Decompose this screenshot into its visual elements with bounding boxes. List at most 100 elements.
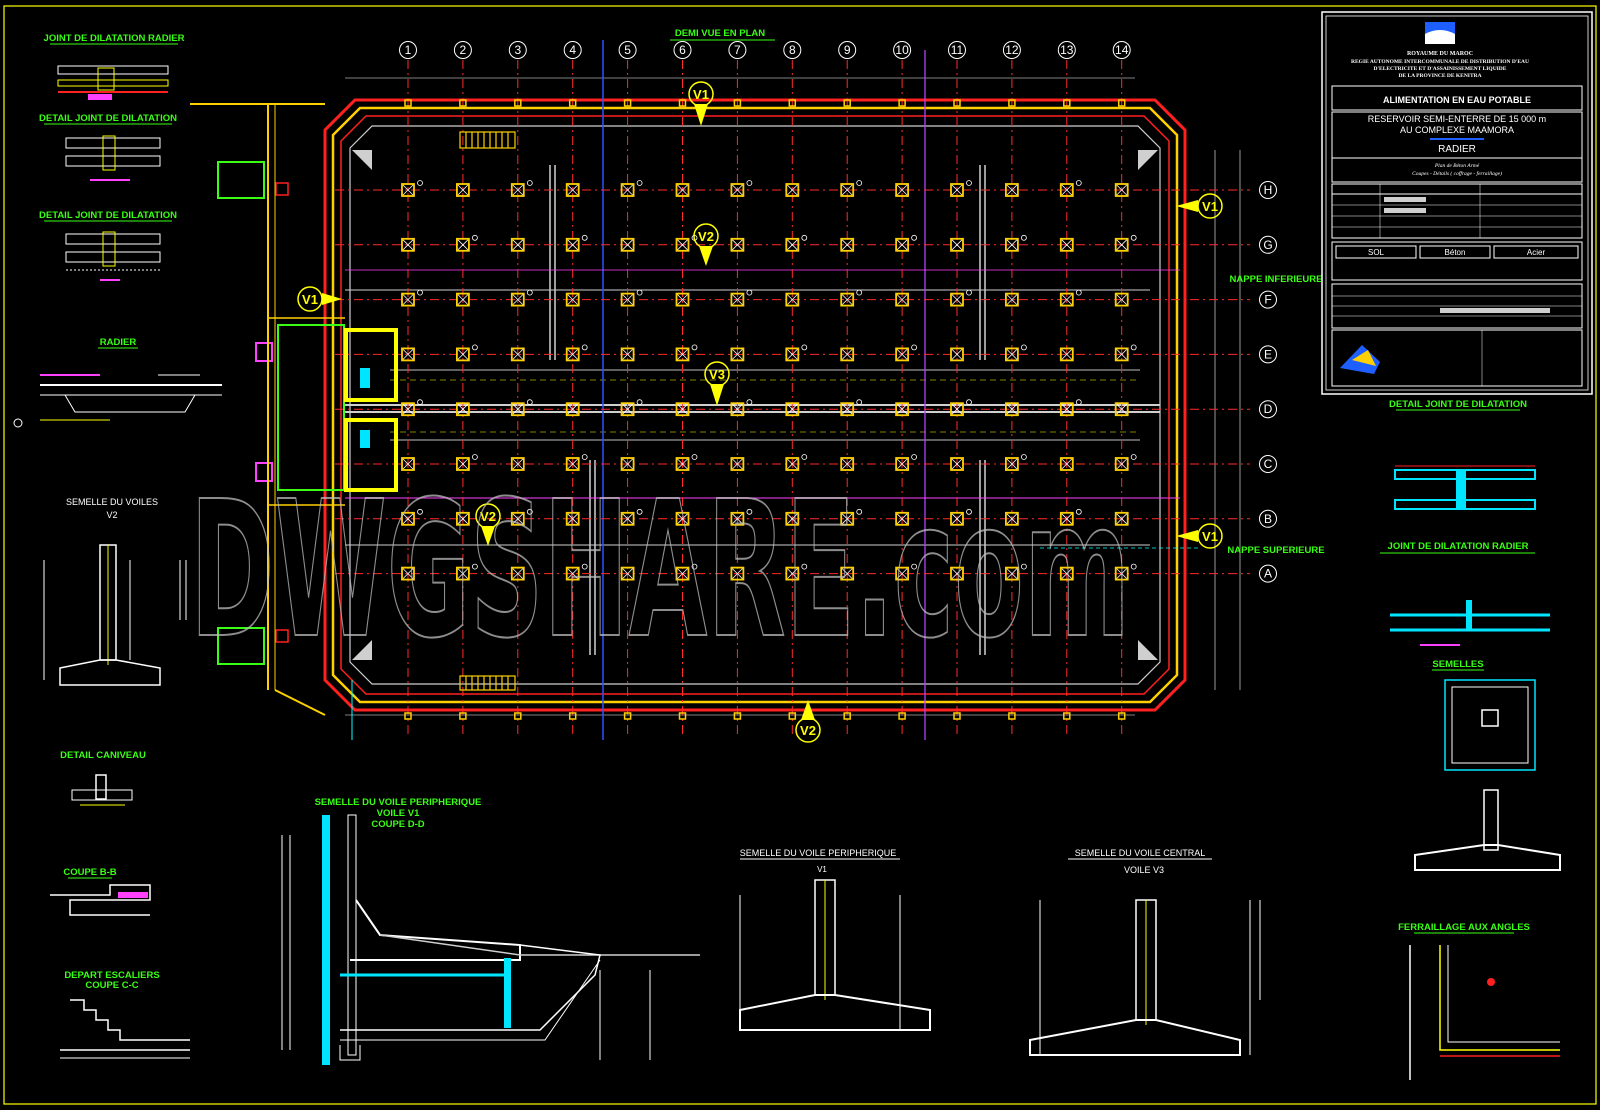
sheet-border [3,5,1597,1105]
column-footing [895,511,909,526]
column-footing [401,347,415,362]
column-footing [510,457,525,471]
svg-text:V2: V2 [698,229,714,244]
detail-title: JOINT DE DILATATION RADIER [44,33,185,44]
edge-node [843,99,851,107]
svg-text:DWGSHARE.com: DWGSHARE.com [190,461,1130,680]
detail-title: DEPART ESCALIERS [64,970,159,981]
detail-title: DETAIL JOINT DE DILATATION [39,210,177,221]
column-footing [1059,237,1074,252]
section-title: SEMELLE DU VOILE PERIPHERIQUE [740,848,897,858]
column-axis-bubble: 1 [399,41,417,59]
column-footing [675,563,698,581]
wall-tag: V1 [688,81,714,126]
column-footing [950,457,964,471]
edge-node [459,712,467,720]
column-footing [455,563,478,581]
edge-node [623,712,632,720]
column-footing [785,292,800,307]
column-footing [840,289,863,307]
column-footing [1059,457,1074,471]
section-subtitle: COUPE D-D [371,819,424,830]
column-footing [1059,399,1082,417]
column-footing [950,347,964,362]
column-footing [1059,180,1082,197]
authority-logo [1425,22,1455,44]
column-axis-bubble: 8 [783,41,802,59]
right-details: DETAIL JOINT DE DILATATION JOINT DE DILA… [1380,399,1561,1080]
column-footing [455,292,470,307]
section-title: SEMELLE DU VOILE PERIPHERIQUE [315,797,482,808]
column-footing [950,289,972,307]
column-footing [565,292,580,307]
column-axis-bubble: 2 [453,41,472,59]
nappe-superieure-label: NAPPE SUPERIEURE [1227,545,1324,556]
column-footing [785,344,808,362]
edge-node [843,712,851,720]
edge-node [404,99,412,107]
column-footing [730,508,753,526]
authority-line: D'ELECTRICITE ET D'ASSAINISSEMENT LIQUID… [1374,66,1507,72]
column-footing [730,347,745,362]
row-axis-bubble: G [1259,235,1277,254]
detail-title: COUPE B-B [63,867,116,878]
column-footing [785,234,808,252]
authority-line: DE LA PROVINCE DE KENITRA [1398,73,1481,79]
edge-node [1008,99,1016,107]
wall-tag: V1 [1176,193,1223,219]
column-footing [1059,508,1082,526]
column-axis-label: 5 [624,43,631,57]
column-footing [1114,563,1137,581]
wall-tag: V2 [693,223,719,266]
column-footing [1005,454,1027,471]
column-footing [1005,402,1019,417]
section-subtitle: VOILE V3 [1124,865,1164,875]
left-details: JOINT DE DILATATION RADIER DETAIL JOINT … [13,33,222,1059]
column-footing [1059,289,1082,307]
column-footing [730,180,753,197]
detail-title: DETAIL JOINT DE DILATATION [39,113,177,124]
column-footing [1114,511,1129,526]
column-footing [950,399,972,417]
edge-node [459,99,467,107]
column-footing [895,234,917,252]
column-footing [1005,234,1027,252]
column-footing [1005,563,1027,581]
column-footing [950,508,972,526]
column-footing [401,508,423,526]
column-axis-label: 11 [951,43,964,57]
column-footing [840,508,863,526]
column-axis-label: 12 [1005,43,1019,57]
column-footing [675,344,698,362]
column-footing [401,237,415,252]
material-header: Béton [1445,248,1466,257]
column-footing [401,180,423,197]
section-subtitle: V1 [817,865,827,874]
row-axis-label: F [1264,293,1271,307]
column-footing [620,508,643,526]
column-axis-bubble: 10 [893,41,912,59]
column-footing [1114,344,1137,362]
column-axis-label: 1 [405,43,412,57]
column-footing [840,457,855,471]
material-header: SOL [1368,248,1385,257]
watermark: DWGSHARE.com [189,460,1131,681]
column-footing [1114,292,1129,307]
column-footing [675,454,698,471]
wall-tag: V1 [297,286,342,312]
column-footing [895,344,917,362]
column-axis-bubble: 6 [673,41,692,59]
edge-node [1117,99,1126,107]
edge-node [1063,712,1071,720]
column-axis-label: 13 [1060,43,1074,57]
column-footing [510,180,533,197]
column-axis-label: 3 [514,43,521,57]
svg-text:V1: V1 [1202,529,1218,544]
column-footing [1114,454,1137,471]
edge-node [514,712,522,720]
detail-title: FERRAILLAGE AUX ANGLES [1398,922,1530,933]
detail-title: SEMELLE DU VOILES [66,497,158,507]
column-footing [950,566,964,581]
section-subtitle: VOILE V1 [377,808,420,819]
